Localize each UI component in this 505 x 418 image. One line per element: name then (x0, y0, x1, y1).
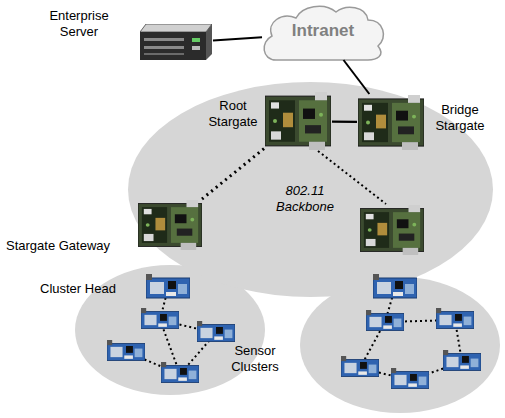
device-label: Cluster Head (40, 281, 140, 297)
sensor-mote (366, 310, 404, 331)
cloud-label: Intranet (258, 21, 388, 41)
sensor-mote (436, 308, 474, 329)
group-label: Sensor Clusters (222, 343, 288, 375)
sensor-mote (443, 350, 481, 371)
stargate-icon (358, 95, 424, 150)
backbone-region: Root Stargate Bridge Stargate 802.11 Backb… (128, 82, 493, 297)
sensor-mote (161, 362, 199, 383)
device-label: Root Stargate (203, 98, 263, 130)
device-label: Stargate Gateway (6, 238, 134, 254)
device-label: Enterprise Server (40, 8, 118, 40)
server-icon (140, 24, 212, 62)
stargate-icon (138, 200, 202, 250)
mote-icon (146, 274, 190, 302)
network-link (332, 120, 357, 123)
device-label: Bridge Stargate (428, 102, 492, 134)
network-link (213, 37, 262, 40)
sensor-mote (341, 356, 379, 377)
cloud-node: Intranet (258, 2, 388, 64)
sensor-mote (197, 321, 235, 342)
sensor-mote (141, 308, 179, 329)
server-node: Enterprise Server (38, 6, 214, 64)
sensor-mote (107, 340, 145, 361)
cluster-head-node: Cluster Head (38, 270, 193, 306)
stargate-device (360, 205, 424, 255)
stargate-node: Root Stargate (203, 90, 333, 152)
sensor-mote (391, 368, 429, 389)
stargate-icon (265, 92, 331, 150)
gateway-node: Stargate Gateway (4, 198, 204, 260)
stargate-node: Bridge Stargate (356, 93, 494, 153)
region-label: 802.11 Backbone (263, 183, 347, 215)
sensor-mote (373, 274, 417, 298)
